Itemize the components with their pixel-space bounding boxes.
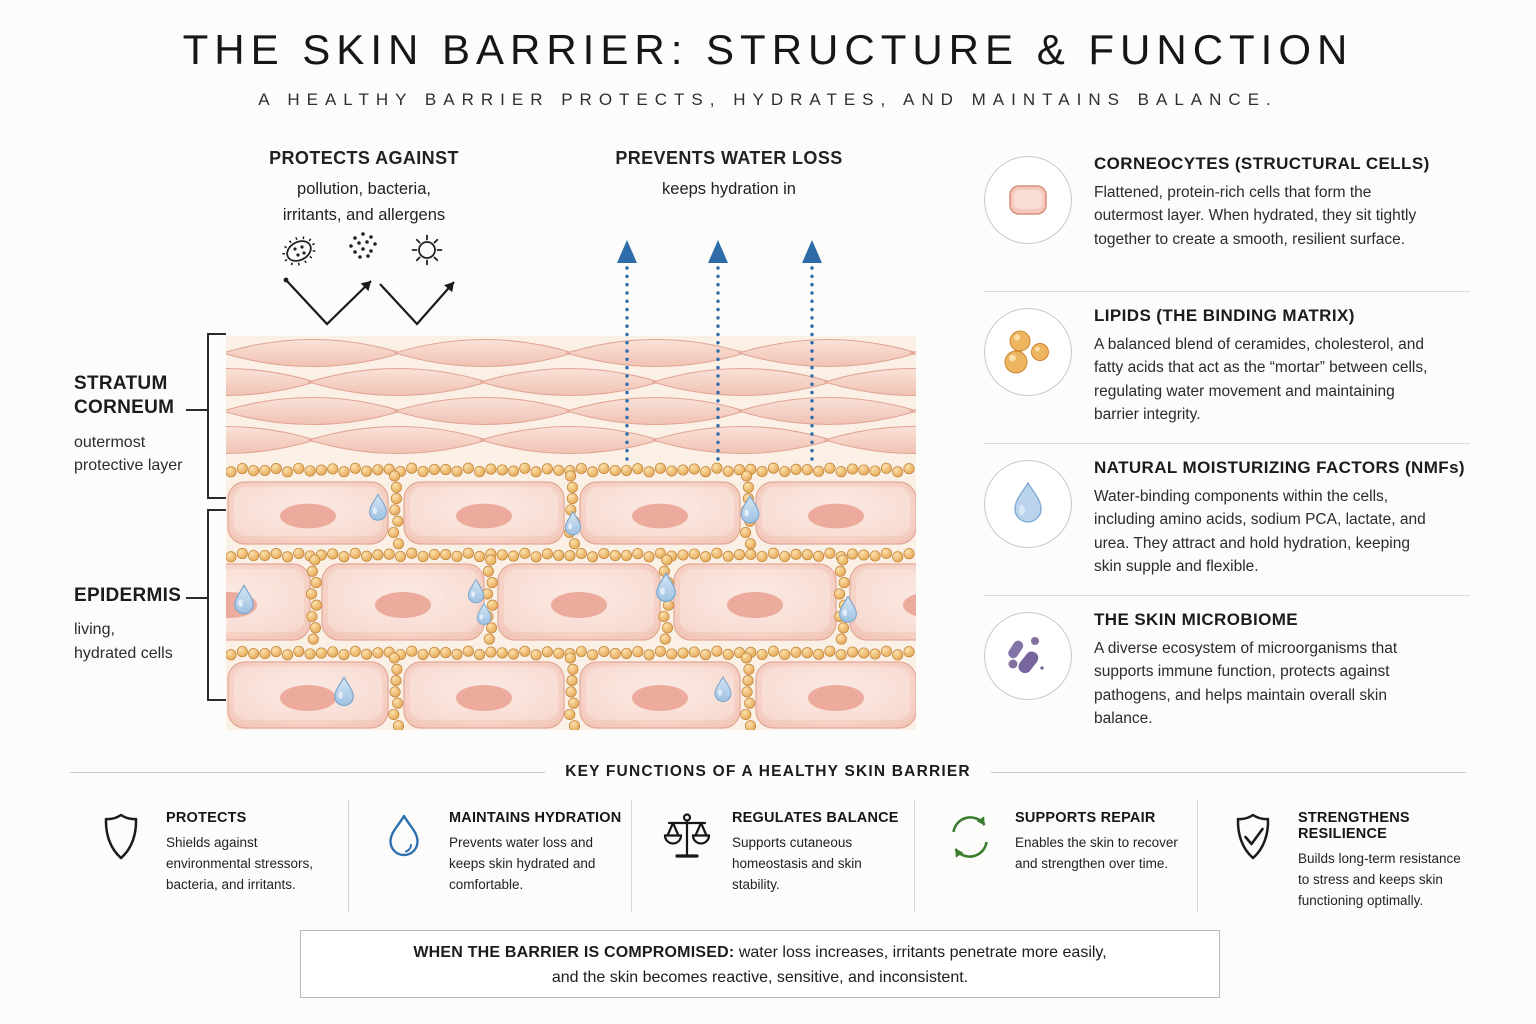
stratum-corneum-desc-line1: outermost xyxy=(74,433,146,451)
component-description: Water-binding components within the cell… xyxy=(1094,488,1426,575)
microbiome-icon xyxy=(984,612,1072,700)
droplet-outline-icon xyxy=(389,814,419,857)
epidermis-label: EPIDERMIS living, hydrated cells xyxy=(74,584,224,665)
epidermis-desc-line1: living, xyxy=(74,621,115,639)
component-description: A balanced blend of ceramides, cholester… xyxy=(1094,336,1428,423)
lipids-icon xyxy=(984,308,1072,396)
deflection-arrows-icon xyxy=(283,277,455,326)
function-title: REGULATES BALANCE xyxy=(732,810,899,826)
stratum-corneum-name-line2: CORNEUM xyxy=(74,397,175,419)
key-functions-title: KEY FUNCTIONS OF A HEALTHY SKIN BARRIER xyxy=(565,763,971,780)
barrier-components-list: CORNEOCYTES (STRUCTURAL CELLS) Flattened… xyxy=(984,140,1470,748)
water-droplet-icon xyxy=(984,460,1072,548)
component-title: LIPIDS (THE BINDING MATRIX) xyxy=(1094,306,1355,325)
function-balance: REGULATES BALANCE Supports cutaneous hom… xyxy=(631,800,914,912)
component-title: NATURAL MOISTURIZING FACTORS (NMFs) xyxy=(1094,458,1465,477)
banner-line1-rest: water loss increases, irritants penetrat… xyxy=(734,944,1107,961)
function-description: Supports cutaneous homeostasis and skin … xyxy=(732,835,862,892)
corneocyte-icon xyxy=(984,156,1072,244)
component-nmfs: NATURAL MOISTURIZING FACTORS (NMFs) Wate… xyxy=(984,444,1470,596)
compromised-barrier-banner: WHEN THE BARRIER IS COMPROMISED: water l… xyxy=(300,930,1220,998)
component-microbiome: THE SKIN MICROBIOME A diverse ecosystem … xyxy=(984,596,1470,748)
skin-cross-section-illustration xyxy=(226,336,916,730)
function-title: PROTECTS xyxy=(166,810,247,826)
stratum-corneum-name-line1: STRATUM xyxy=(74,373,168,394)
component-description: A diverse ecosystem of microorganisms th… xyxy=(1094,640,1398,727)
component-description: Flattened, protein-rich cells that form … xyxy=(1094,184,1417,248)
bacteria-icon xyxy=(282,236,316,266)
function-protects: PROTECTS Shields against environmental s… xyxy=(66,800,348,912)
function-description: Builds long-term resistance to stress an… xyxy=(1298,851,1461,908)
page-subtitle: A HEALTHY BARRIER PROTECTS, HYDRATES, AN… xyxy=(258,90,1278,109)
function-title: STRENGTHENS RESILIENCE xyxy=(1298,810,1410,842)
stratum-corneum-desc-line2: protective layer xyxy=(74,456,183,474)
layer-brackets xyxy=(186,333,226,701)
function-description: Shields against environmental stressors,… xyxy=(166,835,314,892)
epidermis-desc-line2: hydrated cells xyxy=(74,644,173,662)
banner-bold-text: WHEN THE BARRIER IS COMPROMISED: xyxy=(413,944,735,961)
threat-icons xyxy=(277,228,449,272)
function-description: Enables the skin to recover and strength… xyxy=(1015,835,1178,871)
prevents-water-loss-annotation: PREVENTS WATER LOSS keeps hydration in xyxy=(598,148,860,203)
protects-against-line1: pollution, bacteria, xyxy=(297,180,431,198)
component-corneocytes: CORNEOCYTES (STRUCTURAL CELLS) Flattened… xyxy=(984,140,1470,292)
shield-icon xyxy=(104,813,138,860)
function-title: MAINTAINS HYDRATION xyxy=(449,810,622,826)
sun-icon xyxy=(411,234,443,266)
protects-against-title: PROTECTS AGAINST xyxy=(269,148,459,168)
function-resilience: STRENGTHENS RESILIENCE Builds long-term … xyxy=(1197,800,1480,912)
function-hydration: MAINTAINS HYDRATION Prevents water loss … xyxy=(348,800,631,912)
function-repair: SUPPORTS REPAIR Enables the skin to reco… xyxy=(914,800,1197,912)
shield-check-icon xyxy=(1236,813,1270,860)
prevents-water-loss-title: PREVENTS WATER LOSS xyxy=(615,148,843,168)
stratum-corneum-label: STRATUM CORNEUM outermost protective lay… xyxy=(74,372,214,477)
heading-rule-left xyxy=(70,771,546,773)
heading-rule-right xyxy=(990,771,1466,773)
epidermis-name-line1: EPIDERMIS xyxy=(74,585,182,606)
circular-arrows-icon xyxy=(952,816,988,858)
protects-against-annotation: PROTECTS AGAINST pollution, bacteria, ir… xyxy=(238,148,490,229)
page-title: THE SKIN BARRIER: STRUCTURE & FUNCTION xyxy=(182,26,1354,73)
prevents-water-loss-line1: keeps hydration in xyxy=(662,180,796,198)
function-title: SUPPORTS REPAIR xyxy=(1015,810,1156,826)
component-title: THE SKIN MICROBIOME xyxy=(1094,610,1299,629)
banner-line2: and the skin becomes reactive, sensitive… xyxy=(551,969,969,986)
function-description: Prevents water loss and keeps skin hydra… xyxy=(449,835,596,892)
key-functions-heading: KEY FUNCTIONS OF A HEALTHY SKIN BARRIER xyxy=(70,763,1466,781)
component-title: CORNEOCYTES (STRUCTURAL CELLS) xyxy=(1094,154,1430,173)
balance-scale-icon xyxy=(663,813,711,858)
particles-icon xyxy=(349,232,377,259)
key-functions-row: PROTECTS Shields against environmental s… xyxy=(66,800,1480,912)
protects-against-line2: irritants, and allergens xyxy=(282,205,446,224)
component-lipids: LIPIDS (THE BINDING MATRIX) A balanced b… xyxy=(984,292,1470,444)
